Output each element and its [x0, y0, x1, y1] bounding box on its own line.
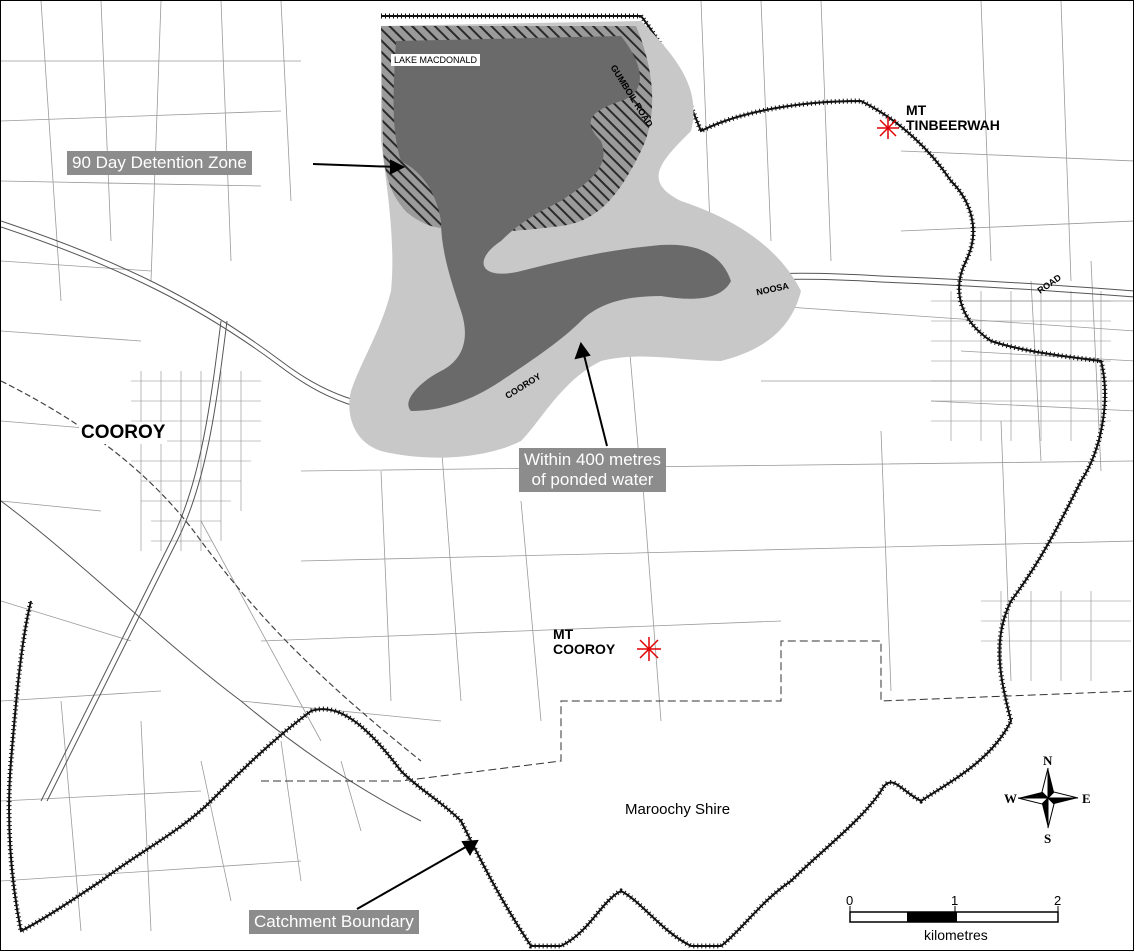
ponded-water-callout-line1: Within 400 metres [524, 450, 661, 469]
scale-bar-graphic [849, 906, 1059, 923]
shire-boundary [261, 640, 1133, 782]
mt-tinbeerwah-label: MT TINBEERWAH [906, 103, 1000, 133]
ponded-water-callout: Within 400 metres of ponded water [519, 448, 666, 492]
lake-label: LAKE MACDONALD [391, 54, 481, 66]
scale-unit: kilometres [924, 927, 988, 943]
mt-tinbeerwah-line2: TINBEERWAH [906, 117, 1000, 133]
catchment-boundary-callout: Catchment Boundary [249, 910, 419, 934]
railway [1, 380, 422, 762]
ponded-water-callout-line2: of ponded water [531, 470, 654, 489]
maroochy-shire-label: Maroochy Shire [625, 801, 731, 818]
compass-e: E [1082, 791, 1091, 806]
town-grid [131, 291, 1131, 681]
mt-cooroy-label: MT COOROY [553, 627, 615, 657]
cooroy-town-label: COOROY [79, 422, 168, 444]
compass-rose [1017, 767, 1079, 829]
compass-w: W [1004, 791, 1017, 806]
compass-n: N [1043, 753, 1053, 768]
mt-cooroy-line1: MT [553, 626, 574, 642]
ponded-water [393, 36, 731, 411]
scale-tick-2: 2 [1054, 893, 1062, 908]
catchment-boundary-line [6, 13, 1108, 949]
scale-tick-0: 0 [846, 893, 854, 908]
peak-marker-cooroy [637, 637, 661, 661]
compass-s: S [1044, 831, 1052, 846]
scale-tick-1: 1 [951, 893, 959, 908]
mt-cooroy-line2: COOROY [553, 641, 616, 657]
callout-arrows [312, 159, 608, 910]
mt-tinbeerwah-line1: MT [906, 102, 927, 118]
detention-zone-callout: 90 Day Detention Zone [67, 151, 252, 175]
peak-marker-tinbeerwah [877, 117, 899, 139]
